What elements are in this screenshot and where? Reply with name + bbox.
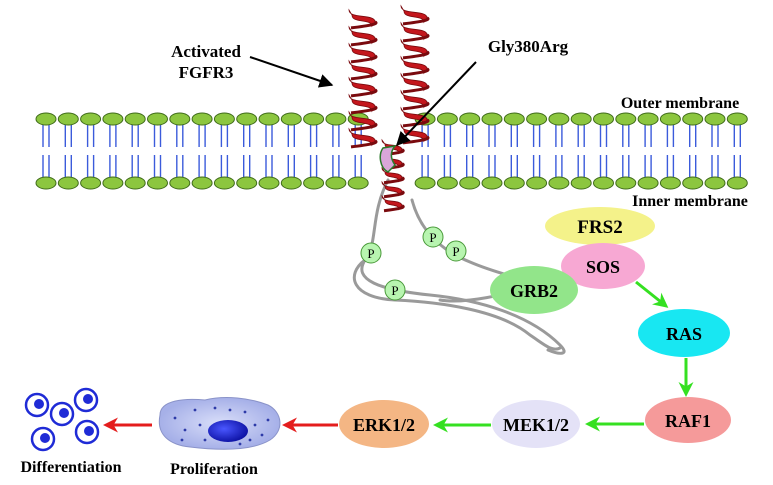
- mutation-site-marker: [379, 144, 397, 173]
- lipid: [570, 112, 592, 190]
- lipid: [682, 112, 704, 190]
- differentiated-cells-icon: [24, 387, 100, 452]
- differentiation-label: Differentiation: [20, 459, 121, 476]
- proliferating-cell-icon: [158, 397, 281, 450]
- phospho-label: P: [367, 246, 374, 261]
- phospho-label: P: [429, 230, 436, 245]
- mutation-label: Gly380Arg: [488, 37, 569, 56]
- svg-text:GRB2: GRB2: [510, 281, 558, 301]
- phospho-label: P: [391, 283, 398, 298]
- cell-membrane-bilayer: [35, 112, 748, 190]
- node-erk: ERK1/2: [339, 400, 429, 448]
- activated-label-line1: Activated: [171, 42, 241, 61]
- outer-membrane-label: Outer membrane: [621, 95, 739, 112]
- proliferation-label: Proliferation: [170, 461, 258, 478]
- lipid: [347, 112, 369, 190]
- lipid: [637, 112, 659, 190]
- node-raf1: RAF1: [645, 397, 731, 443]
- inner-membrane-label: Inner membrane: [632, 193, 748, 210]
- lipid: [704, 112, 726, 190]
- node-frs2: FRS2: [545, 207, 655, 245]
- svg-text:MEK1/2: MEK1/2: [503, 415, 569, 435]
- lipid: [213, 112, 235, 190]
- node-sos: SOS: [561, 243, 645, 289]
- activated-label-line2: FGFR3: [179, 63, 234, 82]
- lipid: [436, 112, 458, 190]
- lipid: [124, 112, 146, 190]
- lipid: [659, 112, 681, 190]
- lipid: [258, 112, 280, 190]
- activated-pointer-arrow: [249, 56, 334, 88]
- lipid: [280, 112, 302, 190]
- node-ras: RAS: [638, 309, 730, 357]
- lipid: [615, 112, 637, 190]
- differentiated-cell: [74, 419, 100, 445]
- node-mek: MEK1/2: [492, 400, 580, 448]
- lipid: [236, 112, 258, 190]
- svg-text:SOS: SOS: [586, 257, 620, 277]
- svg-text:RAS: RAS: [666, 324, 702, 344]
- lipid: [481, 112, 503, 190]
- lipid: [303, 112, 325, 190]
- nucleus-icon: [208, 420, 248, 442]
- lipid: [169, 112, 191, 190]
- lipid: [503, 112, 525, 190]
- phospho-group: P: [445, 240, 467, 262]
- phospho-group: P: [384, 279, 406, 301]
- svg-text:RAF1: RAF1: [665, 411, 711, 431]
- differentiated-cell: [24, 392, 50, 418]
- lipid: [102, 112, 124, 190]
- lipid: [526, 112, 548, 190]
- phospho-group: P: [360, 242, 382, 264]
- lipid: [593, 112, 614, 190]
- phospho-group: P: [422, 226, 444, 248]
- arrow-sos-to-ras: [635, 280, 669, 308]
- lipid: [726, 112, 748, 190]
- svg-text:FRS2: FRS2: [577, 217, 622, 238]
- differentiated-cell: [73, 387, 99, 413]
- lipid: [459, 112, 481, 190]
- node-grb2: GRB2: [490, 266, 578, 314]
- receptor-tail-loop: [353, 258, 562, 351]
- lipid: [147, 112, 168, 190]
- differentiated-cell: [30, 426, 56, 452]
- svg-text:ERK1/2: ERK1/2: [353, 415, 415, 435]
- lipid: [35, 112, 57, 190]
- lipid: [80, 112, 102, 190]
- lipid: [57, 112, 79, 190]
- mutation-pointer-arrow: [396, 61, 477, 147]
- lipid: [325, 112, 347, 190]
- lipid: [191, 112, 213, 190]
- fgfr3-helix-right: [400, 4, 430, 145]
- fgfr3-helix-left: [348, 8, 378, 149]
- phospho-label: P: [452, 244, 459, 259]
- lipid: [548, 112, 570, 190]
- differentiated-cell: [49, 401, 75, 427]
